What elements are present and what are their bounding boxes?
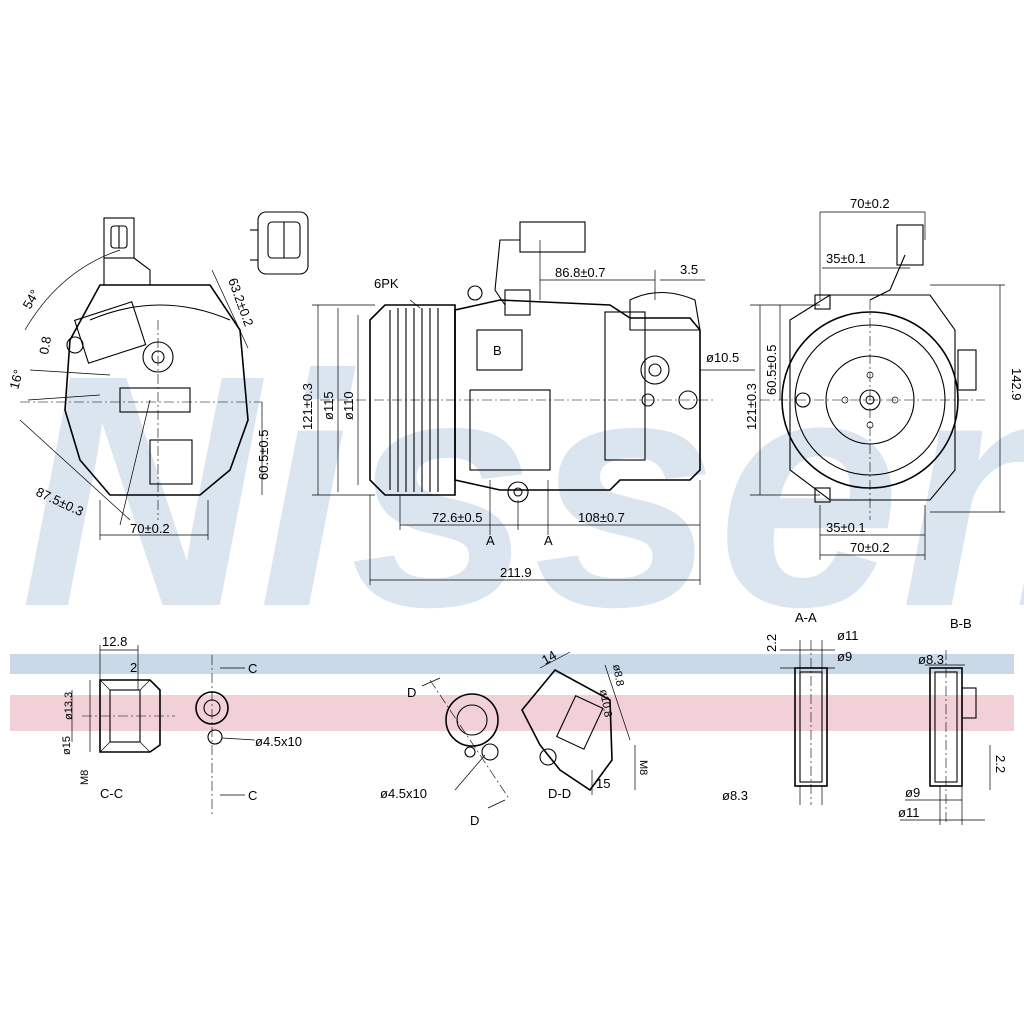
dim-d10-5: ø10.5 [706,350,739,365]
dim-70-rear-bottom: 70±0.2 [850,540,890,555]
d-port: D D ø4.5x10 [380,677,511,828]
dd-dim-m8: M8 [637,760,649,775]
connector-body [103,217,135,259]
dim-86-8: 86.8±0.7 [555,265,606,280]
dim-6pk: 6PK [374,276,399,291]
blue-band [10,654,1014,674]
cc-dim-d13-3: ø13.3 [63,692,75,720]
dim-16deg: 16° [6,368,26,391]
c-cut-top: C [248,661,257,676]
dim-35-top: 35±0.1 [826,251,866,266]
dim-108: 108±0.7 [578,510,625,525]
pulley [369,304,456,496]
cc-dim-d15: ø15 [61,736,73,755]
dim-d110: ø110 [341,391,356,420]
cc-title: C-C [100,786,123,801]
front-housing [64,284,249,496]
d-port-dim: ø4.5x10 [380,786,427,801]
d-cut-bottom: D [470,813,479,828]
c-cut-bottom: C [248,788,257,803]
front-bracket [73,301,147,364]
cc-dim-2: 2 [130,660,137,675]
dd-dim-14: 14 [539,647,559,667]
cc-dim-m8: M8 [79,770,91,785]
aa-title: A-A [795,610,817,625]
dd-dim-d8-8: ø8.8 [610,663,626,687]
bb-title: B-B [950,616,972,631]
compressor-body [454,299,701,491]
d-cut-top: D [407,685,416,700]
dim-121-rear: 121±0.3 [744,383,759,430]
section-a-right: A [544,533,553,548]
rear-view: 70±0.2 35±0.1 60.5±0.5 121±0.3 142.9 35±… [744,196,1024,560]
dd-dim-15: 15 [596,776,610,791]
d-port-outer [445,693,499,747]
bb-dim-d9: ø9 [905,785,920,800]
connector-detail [250,211,309,275]
dim-0-8: 0.8 [36,335,54,355]
rear-connector [896,224,924,266]
side-connector [519,221,586,253]
front-boss [119,387,191,413]
dim-60-5: 60.5±0.5 [256,429,271,480]
svg-text:B: B [493,343,502,358]
bb-dim-d8-3: ø8.3 [918,652,944,667]
rear-side-tab [957,349,977,391]
dim-70-rear-top: 70±0.2 [850,196,890,211]
label-plate [476,329,523,371]
aa-dim-d8-3: ø8.3 [722,788,748,803]
c-port-dim: ø4.5x10 [255,734,302,749]
rear-fitting [629,292,701,331]
rear-port [640,355,670,385]
aa-dim-d9: ø9 [837,649,852,664]
dd-dim-d10-8: ø10.8 [597,688,614,718]
connector-detail-body [257,211,309,275]
section-dd: 14 ø8.8 ø10.8 15 M8 D-D [521,647,649,801]
dim-60-5-rear: 60.5±0.5 [764,344,779,395]
cc-dim-12-8: 12.8 [102,634,127,649]
dd-title: D-D [548,786,571,801]
dim-211-9: 211.9 [500,565,532,580]
rear-cap [604,311,646,461]
dim-142-9: 142.9 [1009,368,1024,401]
c-port: C C ø4.5x10 [195,655,302,815]
dim-72-6: 72.6±0.5 [432,510,483,525]
side-boss [469,389,551,471]
front-lug [149,439,193,485]
section-aa: A-A 2.2 ø11 ø9 ø8.3 [722,610,858,805]
dim-3-5: 3.5 [680,262,698,277]
side-view: B 6PK 8 [300,221,755,585]
bb-dim-2-2: 2.2 [993,755,1008,773]
dim-121-side: 121±0.3 [300,383,315,430]
aa-dim-d11: ø11 [837,628,858,643]
section-cc: 12.8 2 ø13.3 ø15 M8 C-C [61,634,175,801]
section-a-left: A [486,533,495,548]
aa-dim-2-2: 2.2 [764,634,779,652]
red-band [10,695,1014,731]
dim-d115: ø115 [321,391,336,420]
dd-body [521,668,613,792]
dim-70-front: 70±0.2 [130,521,170,536]
c-port-outer [195,691,229,725]
section-bb: B-B ø8.3 ø9 ø11 2.2 [898,616,1008,825]
dim-35-bottom: 35±0.1 [826,520,866,535]
rear-housing [789,294,956,501]
bb-dim-d11: ø11 [898,805,919,820]
